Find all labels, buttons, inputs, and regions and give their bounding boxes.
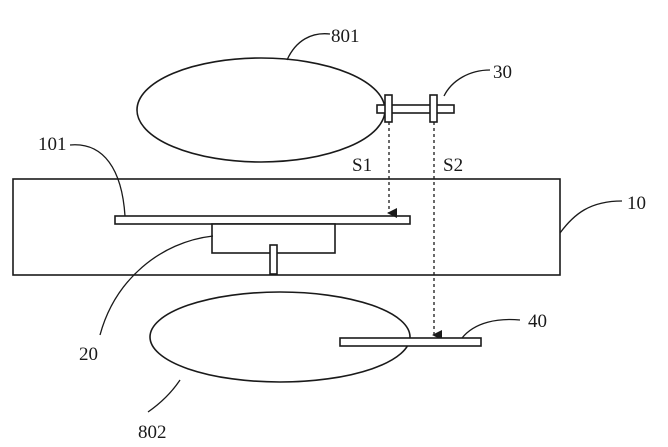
label-101: 101 bbox=[38, 134, 67, 155]
label-s2: S2 bbox=[443, 155, 463, 176]
label-20: 20 bbox=[79, 344, 98, 365]
upper-ellipse-801 bbox=[136, 57, 386, 163]
label-10: 10 bbox=[627, 193, 646, 214]
component-30-post-left bbox=[384, 94, 393, 123]
leader-30 bbox=[443, 69, 491, 97]
leader-10 bbox=[559, 200, 623, 234]
label-802: 802 bbox=[138, 422, 167, 443]
leader-20 bbox=[99, 235, 214, 336]
component-30-post-right bbox=[429, 94, 438, 123]
label-30: 30 bbox=[493, 62, 512, 83]
leader-802 bbox=[147, 379, 181, 413]
lower-ellipse-802 bbox=[149, 291, 411, 383]
leader-801 bbox=[286, 33, 331, 61]
label-s1: S1 bbox=[352, 155, 372, 176]
main-body-10 bbox=[12, 178, 561, 276]
plate-40 bbox=[339, 337, 482, 347]
label-40: 40 bbox=[528, 311, 547, 332]
plate-101 bbox=[114, 215, 411, 225]
component-20-stem bbox=[269, 244, 278, 275]
leader-101 bbox=[69, 144, 126, 217]
label-801: 801 bbox=[331, 26, 360, 47]
leader-40 bbox=[461, 318, 521, 339]
component-30-bar bbox=[376, 104, 455, 114]
